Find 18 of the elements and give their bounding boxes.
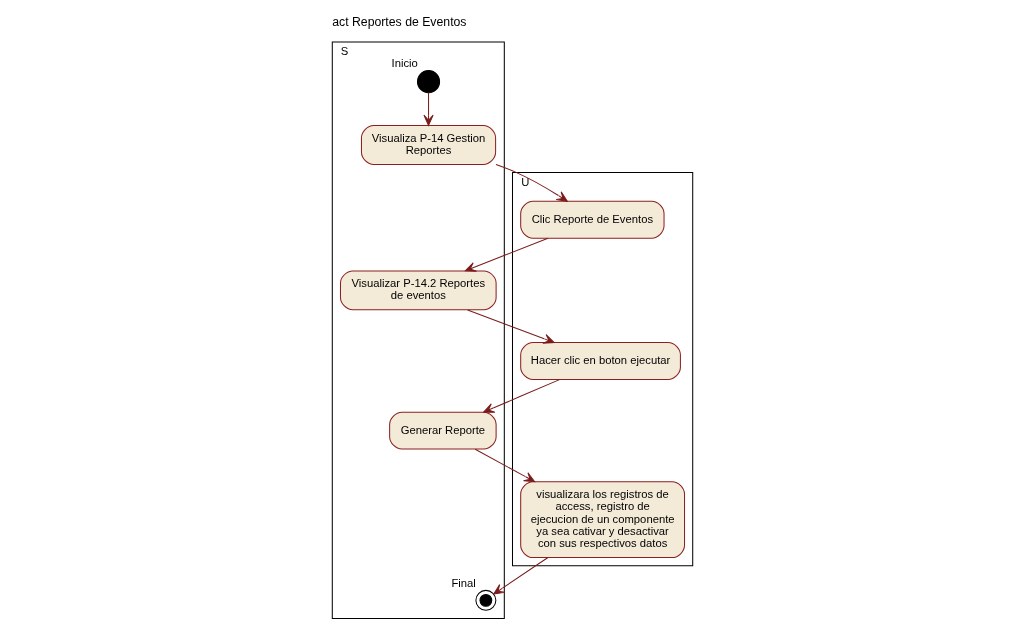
arrow: [467, 309, 555, 344]
diagram-title: act Reportes de Eventos: [332, 15, 467, 30]
node-box: Generar Reporte: [389, 411, 497, 450]
node-circle: [416, 70, 441, 94]
arrow: [495, 163, 568, 202]
node-box: Hacer clic en boton ejecutar: [520, 342, 681, 380]
arrow: [474, 448, 536, 483]
node-box: Clic Reporte de Eventos: [520, 200, 665, 239]
arrow: [483, 379, 561, 413]
arrow: [493, 557, 549, 595]
arrow: [464, 237, 549, 272]
node-label: Inicio: [391, 57, 418, 70]
arrow: [423, 92, 434, 126]
node-box: Visualiza P-14 Gestion Reportes: [360, 125, 497, 165]
node-box: visualizara los registros de access, registro de ejecucion de un componente ya sea cativar y desactivar con sus respectivos datos: [520, 481, 686, 559]
node-bullseye: [475, 589, 497, 611]
node-label: Final: [451, 577, 476, 590]
node-box: Visualizar P-14.2 Reportes de eventos: [339, 270, 497, 311]
